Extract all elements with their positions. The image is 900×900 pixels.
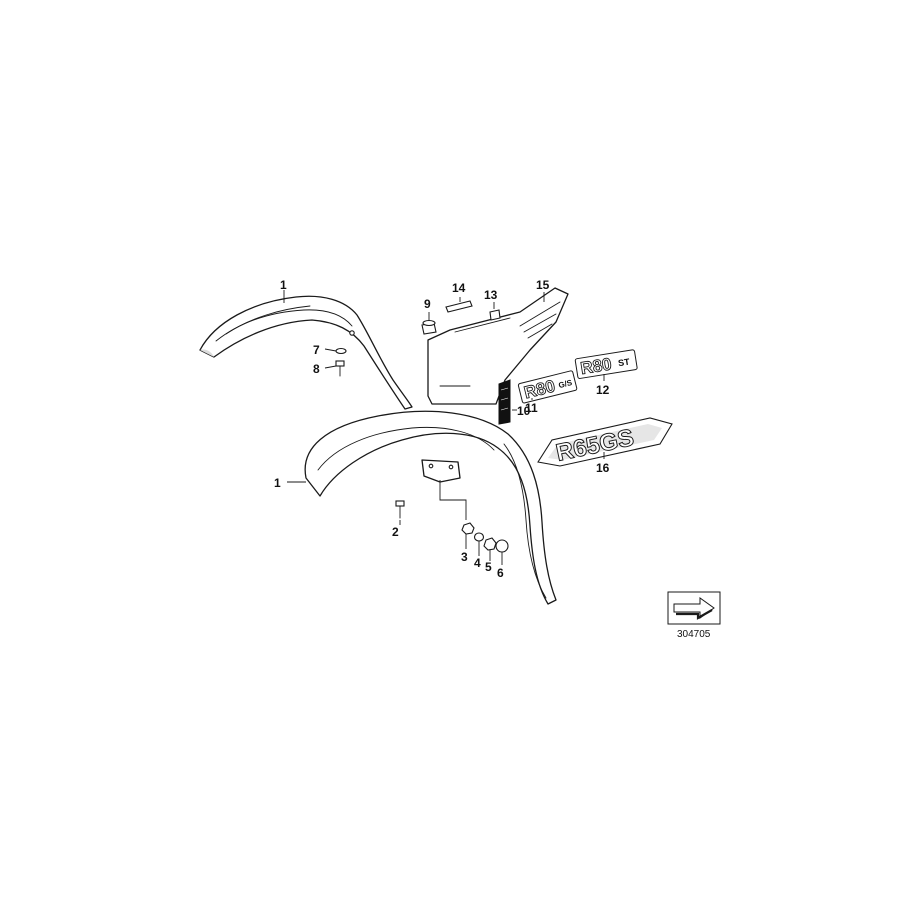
- reference-box: 304705: [667, 591, 721, 640]
- callout-4: 4: [474, 556, 481, 570]
- clip: [489, 309, 501, 321]
- arrow-box-icon: [673, 597, 715, 620]
- leader-lines: [283, 290, 605, 565]
- badge-r80st-suffix: ST: [617, 356, 630, 368]
- lock-washer: [473, 532, 485, 542]
- side-cover: [427, 287, 569, 405]
- hex-nut: [483, 537, 497, 551]
- reference-code: 304705: [677, 629, 711, 640]
- callout-13: 13: [484, 288, 498, 302]
- badge-r80st-main: R80: [579, 354, 613, 378]
- cap-nut: [495, 539, 509, 553]
- front-screw: [395, 500, 405, 519]
- grommet: [421, 319, 437, 335]
- callout-14: 14: [452, 281, 466, 295]
- badge-r65gs: R65GS: [537, 417, 673, 467]
- rubber-strip: [445, 300, 473, 313]
- callout-6: 6: [497, 566, 504, 580]
- rear-mudguard: [199, 295, 413, 410]
- badge-r80st: R80 ST: [574, 349, 638, 379]
- badge-r80gs: R80 G/S: [517, 370, 578, 404]
- callout-3: 3: [461, 550, 468, 564]
- callout-1-rear: 1: [280, 278, 287, 292]
- washer: [335, 347, 347, 355]
- badge-r80gs-suffix: G/S: [558, 378, 574, 390]
- badge-r80gs-main: R80: [522, 376, 557, 402]
- callout-15: 15: [536, 278, 550, 292]
- callout-12: 12: [596, 383, 610, 397]
- callout-8: 8: [313, 362, 320, 376]
- callout-1-front: 1: [274, 476, 281, 490]
- callout-5: 5: [485, 560, 492, 574]
- callout-9: 9: [424, 297, 431, 311]
- callout-2: 2: [392, 525, 399, 539]
- callout-16: 16: [596, 461, 610, 475]
- screw: [335, 360, 345, 377]
- reflector-strip: [498, 379, 511, 425]
- callout-7: 7: [313, 343, 320, 357]
- callout-10: 10: [517, 404, 531, 418]
- nut: [461, 522, 475, 535]
- callout-11: 11: [525, 401, 538, 415]
- front-mudguard: [304, 410, 557, 605]
